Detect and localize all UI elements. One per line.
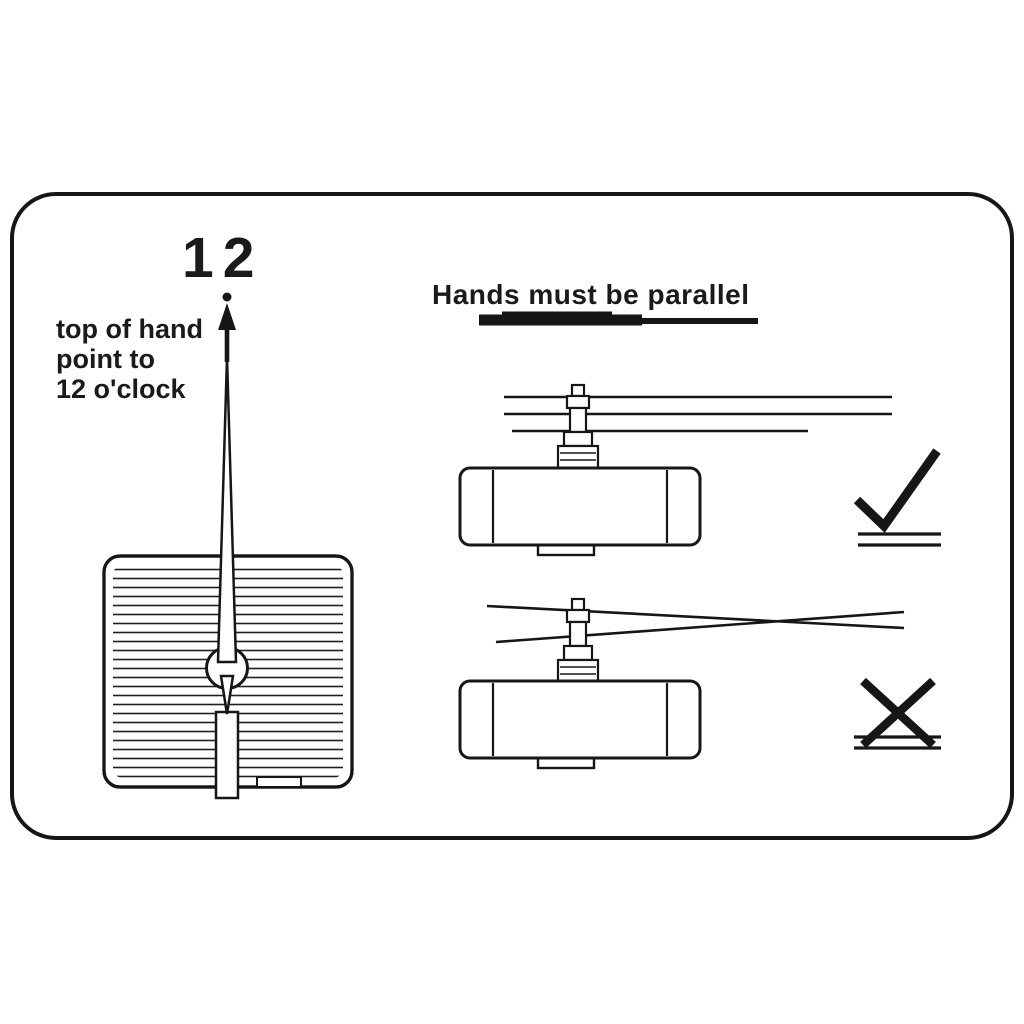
movement-side-incorrect	[458, 597, 905, 770]
up-arrow-icon	[218, 292, 236, 362]
hand-line	[486, 604, 905, 630]
instruction-card-border	[10, 192, 1014, 840]
redacted-text	[479, 311, 758, 326]
clock-movement-front	[102, 356, 354, 800]
hand-tail	[219, 674, 235, 715]
movement-side-correct	[458, 383, 892, 557]
check-icon	[853, 448, 941, 547]
cross-icon	[854, 677, 941, 750]
minute-hand	[216, 356, 238, 664]
hand-line	[495, 610, 905, 644]
hanger-tab	[214, 710, 240, 800]
